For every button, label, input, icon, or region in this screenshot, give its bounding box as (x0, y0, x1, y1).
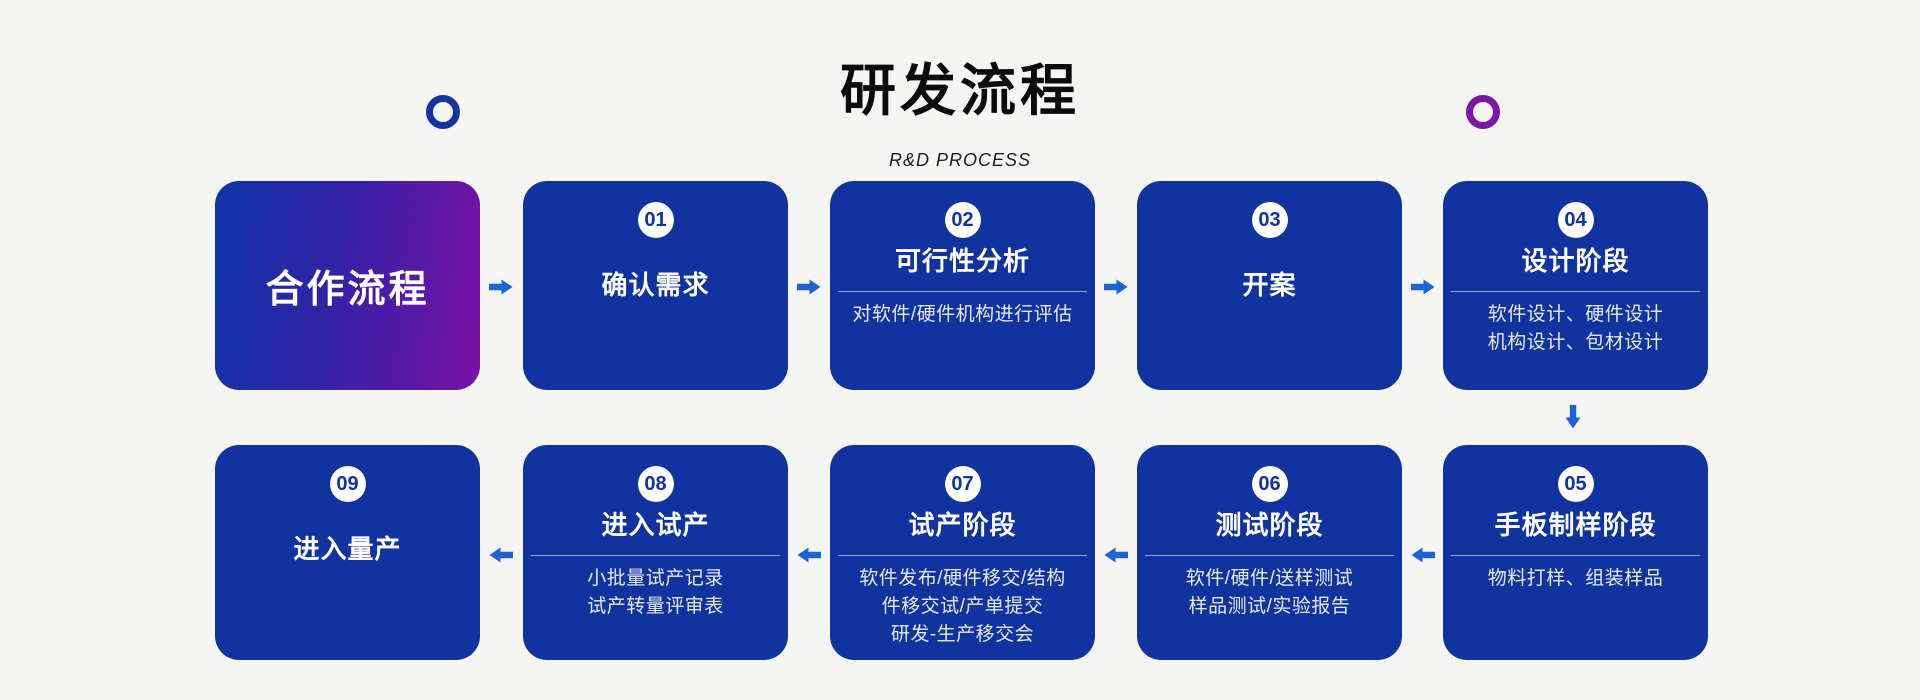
step-description-line: 机构设计、包材设计 (1487, 332, 1664, 353)
step-title: 试产阶段 (908, 510, 1017, 540)
step-box-01: 01 确认需求 (523, 181, 788, 390)
arrow-left-icon (1411, 547, 1435, 563)
step-description-line: 件移交试/产单提交 (881, 596, 1044, 617)
step-description-line: 样品测试/实验报告 (1188, 596, 1351, 617)
step-number-badge: 08 (637, 466, 674, 502)
step-title: 测试阶段 (1215, 510, 1324, 540)
step-title: 可行性分析 (894, 246, 1030, 276)
step-description-line: 研发-生产移交会 (890, 624, 1035, 645)
step-title: 手板制样阶段 (1494, 510, 1657, 540)
step-box-05: 05 手板制样阶段 物料打样、组装样品 (1443, 445, 1708, 660)
arrow-down-icon (1565, 405, 1581, 429)
arrow-right-icon (1411, 279, 1435, 295)
step-number-badge: 07 (944, 466, 981, 502)
step-description-line: 物料打样、组装样品 (1487, 568, 1664, 589)
step-description: 物料打样、组装样品 (1488, 565, 1664, 593)
page-title: 研发流程 (840, 59, 1080, 122)
step-number-badge: 03 (1251, 202, 1288, 238)
step-description: 软件发布/硬件移交/结构 件移交试/产单提交 研发-生产移交会 (859, 565, 1066, 649)
step-title: 开案 (1242, 270, 1297, 300)
step-box-09: 09 进入量产 (215, 445, 480, 660)
arrow-left-icon (797, 547, 821, 563)
arrow-left-icon (489, 547, 513, 563)
step-description: 对软件/硬件机构进行评估 (852, 301, 1072, 329)
step-description: 小批量试产记录 试产转量评审表 (587, 565, 724, 621)
step-box-06: 06 测试阶段 软件/硬件/送样测试 样品测试/实验报告 (1137, 445, 1402, 660)
step-number-badge: 01 (637, 202, 674, 238)
step-number-badge: 02 (944, 202, 981, 238)
divider (531, 555, 780, 556)
step-box-03: 03 开案 (1137, 181, 1402, 390)
step-title: 设计阶段 (1521, 246, 1630, 276)
arrow-right-icon (797, 279, 821, 295)
page-subtitle: R&D PROCESS (888, 150, 1032, 170)
step-title: 进入量产 (293, 534, 402, 564)
divider (838, 555, 1087, 556)
step-box-02: 02 可行性分析 对软件/硬件机构进行评估 (830, 181, 1095, 390)
step-box-07: 07 试产阶段 软件发布/硬件移交/结构 件移交试/产单提交 研发-生产移交会 (830, 445, 1095, 660)
arrow-right-icon (489, 279, 513, 295)
step-description-line: 试产转量评审表 (587, 596, 724, 617)
step-description: 软件设计、硬件设计 机构设计、包材设计 (1488, 301, 1664, 357)
intro-box-title: 合作流程 (265, 269, 430, 311)
step-number-badge: 09 (329, 466, 366, 502)
step-description-line: 对软件/硬件机构进行评估 (852, 304, 1073, 325)
step-number-badge: 05 (1557, 466, 1594, 502)
divider (1451, 555, 1700, 556)
step-title: 进入试产 (601, 510, 710, 540)
arrow-right-icon (1104, 279, 1128, 295)
step-box-04: 04 设计阶段 软件设计、硬件设计 机构设计、包材设计 (1443, 181, 1708, 390)
step-description-line: 软件设计、硬件设计 (1487, 304, 1664, 325)
intro-box-cooperation-process: 合作流程 (215, 181, 480, 390)
step-box-08: 08 进入试产 小批量试产记录 试产转量评审表 (523, 445, 788, 660)
step-number-badge: 04 (1557, 202, 1594, 238)
step-number-badge: 06 (1251, 466, 1288, 502)
decorative-ring-purple-icon (1466, 95, 1500, 129)
decorative-ring-blue-icon (426, 95, 460, 129)
step-description: 软件/硬件/送样测试 样品测试/实验报告 (1186, 565, 1354, 621)
step-description-line: 小批量试产记录 (587, 568, 724, 589)
step-description-line: 软件发布/硬件移交/结构 (859, 568, 1066, 589)
arrow-left-icon (1104, 547, 1128, 563)
divider (1451, 291, 1700, 292)
step-title: 确认需求 (601, 270, 710, 300)
divider (1145, 555, 1394, 556)
divider (838, 291, 1087, 292)
step-description-line: 软件/硬件/送样测试 (1185, 568, 1354, 589)
